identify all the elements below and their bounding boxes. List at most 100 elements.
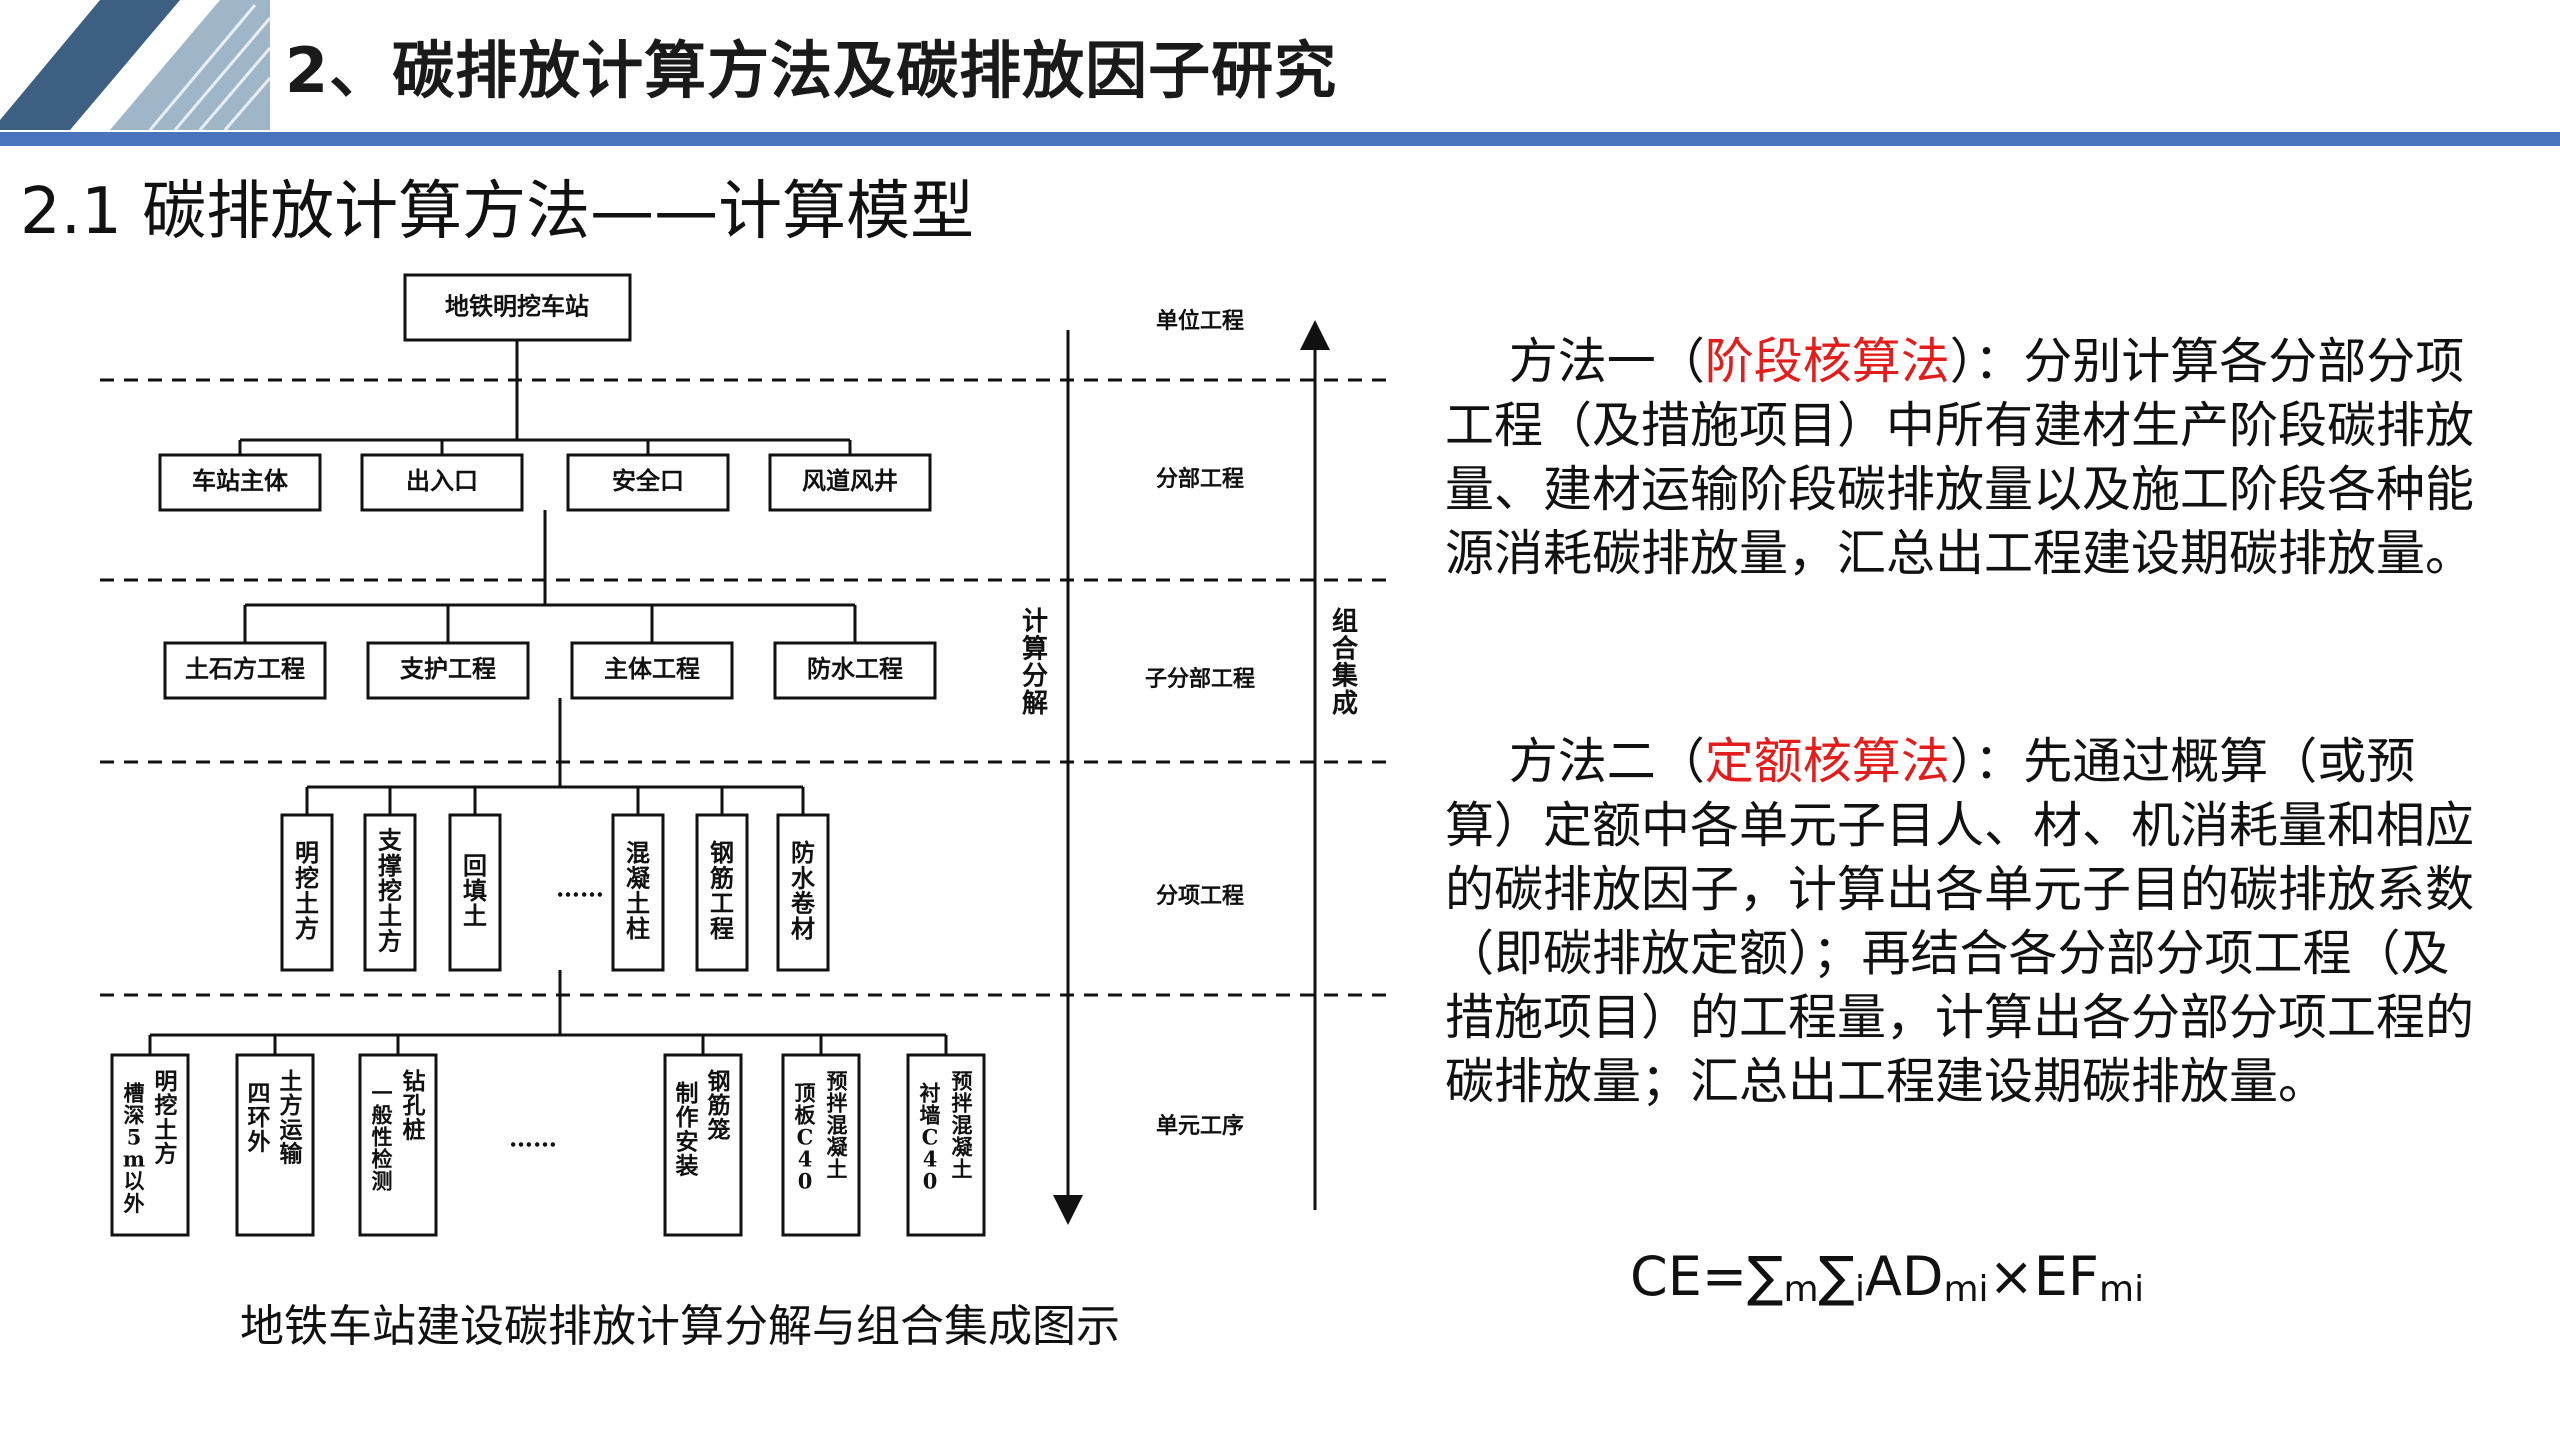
item-label: 土 (463, 901, 487, 930)
level-label: 单元工序 (1156, 1113, 1244, 1139)
unit-label: 制 (676, 1080, 699, 1107)
unit-label: 板 (795, 1103, 817, 1128)
item-label: 挖 (295, 863, 319, 892)
unit-label: 明 (155, 1068, 178, 1095)
unit-label: 深 (124, 1103, 145, 1128)
right-arrow-label: 成 (1332, 689, 1358, 719)
item-label: 明 (295, 838, 319, 867)
unit-label: 土 (952, 1157, 973, 1182)
carbon-emission-formula: CE=∑m∑iADmi×EFmi (1630, 1245, 2144, 1310)
item-label: 支 (378, 826, 403, 855)
unit-label: 拌 (952, 1091, 973, 1116)
item-label: 工 (710, 889, 734, 918)
item-box (611, 813, 665, 972)
subdivision-box (773, 641, 937, 700)
unit-label: 4 (798, 1147, 813, 1172)
item-label: 材 (791, 914, 815, 943)
method-two-prefix: 方法二（ (1508, 733, 1705, 790)
method-one: 方法一（阶段核算法）：分别计算各分部分项工程（及措施项目）中所有建材生产阶段碳排… (1445, 330, 2485, 586)
unit-label: 预 (827, 1069, 848, 1094)
unit-label: 性 (372, 1125, 393, 1150)
unit-label: 混 (827, 1113, 848, 1138)
unit-label: 0 (798, 1169, 813, 1194)
level-label: 分项工程 (1156, 883, 1244, 909)
method-two-text: ）：先通过概算（或预算）定额中各单元子目人、材、机消耗量和相应的碳排放因子，计算… (1445, 733, 2475, 1110)
unit-box (235, 1053, 315, 1237)
formula-subscript: mi (2099, 1269, 2145, 1310)
item-label: 混 (626, 838, 650, 867)
unit-label: 般 (372, 1103, 393, 1128)
unit-label: 输 (280, 1140, 304, 1167)
item-label: 筋 (709, 863, 734, 892)
method-two-name: 定额核算法 (1704, 733, 1950, 790)
left-arrow-label: 计 (1022, 607, 1048, 637)
item-label: 方 (295, 914, 319, 943)
unit-box (906, 1053, 986, 1237)
unit-label: 方 (155, 1140, 178, 1167)
subdivision-box (366, 641, 530, 700)
unit-label: 检 (372, 1147, 393, 1172)
unit-label: 钻 (403, 1068, 426, 1095)
division-box (566, 453, 730, 512)
item-label: 水 (791, 863, 816, 892)
unit-label: 孔 (403, 1092, 426, 1119)
decomposition-diagram: 地铁明挖车站单位工程分部工程子分部工程分项工程单元工序计算分解组合集成车站主体出… (100, 273, 1390, 1237)
level-label: 单位工程 (1156, 308, 1244, 334)
page-title: 2、碳排放计算方法及碳排放因子研究 (285, 34, 1338, 107)
unit-label: C (922, 1125, 939, 1150)
right-arrow-label: 集 (1331, 661, 1359, 692)
unit-label: 筋 (708, 1092, 731, 1119)
division-label: 出入口 (406, 466, 478, 495)
item-label: 土 (378, 901, 402, 930)
item-label: 土 (626, 889, 650, 918)
item-label: 方 (378, 926, 402, 955)
level-label: 分部工程 (1156, 466, 1244, 492)
method-one-name: 阶段核算法 (1704, 333, 1950, 390)
unit-label: 运 (280, 1116, 303, 1143)
subdivision-box (570, 641, 734, 700)
unit-label: 拌 (827, 1091, 848, 1116)
unit-ellipsis: …… (509, 1124, 557, 1153)
item-label: 撑 (378, 851, 402, 880)
unit-box (110, 1053, 190, 1237)
unit-label: 混 (952, 1113, 973, 1138)
unit-label: m (123, 1147, 145, 1172)
subdivision-box (163, 641, 327, 700)
division-label: 安全口 (612, 466, 684, 495)
unit-label: 顶 (795, 1081, 816, 1106)
formula-part: ×EF (1988, 1245, 2099, 1308)
division-box (158, 453, 322, 512)
unit-label: 凝 (952, 1135, 974, 1160)
item-label: 程 (710, 914, 734, 943)
unit-label: 作 (676, 1104, 699, 1131)
item-box (448, 813, 502, 972)
right-arrow-label: 组 (1332, 606, 1358, 637)
unit-label: 四 (248, 1080, 271, 1107)
subdivision-label: 主体工程 (604, 654, 700, 683)
item-box (776, 813, 830, 972)
unit-label: 桩 (403, 1116, 426, 1143)
item-box (695, 813, 749, 972)
unit-label: 凝 (827, 1135, 849, 1160)
item-box (363, 813, 417, 972)
unit-label: 5 (127, 1125, 142, 1150)
item-box (280, 813, 334, 972)
method-one-text: ）：分别计算各分部分项工程（及措施项目）中所有建材生产阶段碳排放量、建材运输阶段… (1445, 333, 2475, 582)
unit-label: 土 (155, 1116, 178, 1143)
left-arrow-label: 解 (1022, 689, 1048, 719)
item-label: 挖 (378, 876, 402, 905)
unit-label: 预 (952, 1069, 973, 1094)
unit-label: 土 (280, 1068, 303, 1095)
item-ellipsis: …… (556, 874, 604, 903)
unit-label: 以 (124, 1169, 145, 1194)
unit-label: 钢 (708, 1068, 731, 1095)
unit-label: 外 (124, 1191, 145, 1216)
unit-label: 外 (248, 1128, 271, 1155)
item-label: 回 (463, 851, 487, 880)
unit-label: C (797, 1125, 814, 1150)
unit-box (781, 1053, 861, 1237)
formula-part: CE=∑ (1630, 1245, 1784, 1308)
formula-part: AD (1864, 1245, 1944, 1308)
method-one-prefix: 方法一（ (1508, 333, 1705, 390)
item-label: 柱 (626, 914, 650, 943)
